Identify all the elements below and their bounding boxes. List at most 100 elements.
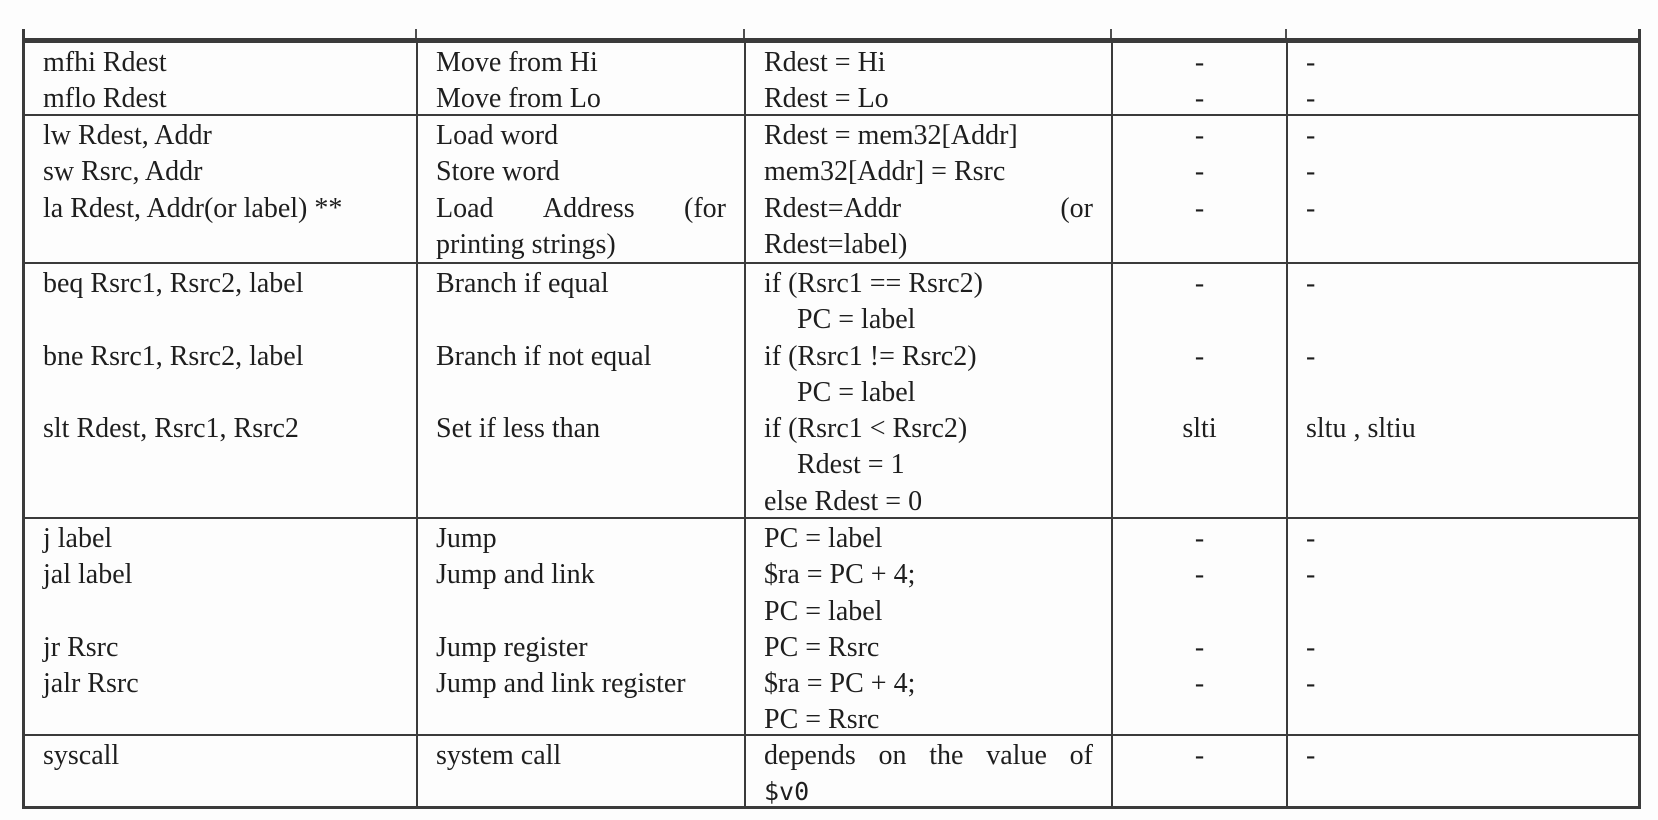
cell-line: - [1306, 83, 1316, 115]
cell-line: - [1306, 156, 1316, 188]
cell-line: - [1194, 631, 1205, 663]
cell-line: - [1306, 268, 1316, 299]
cell-line [43, 594, 402, 630]
cell-line: Branch if equal [436, 268, 609, 299]
cell-line: Set if less than [436, 413, 601, 445]
cell-line: - [1306, 631, 1316, 663]
cell-line: - [1194, 192, 1205, 224]
cell-line: la Rdest, Addr(or label) ** [43, 192, 343, 224]
table-cell-r5c1: syscall [25, 736, 418, 806]
cell-line: mem32[Addr] = Rsrc [764, 156, 1006, 188]
cell-line: Rdest=Addr(or [764, 191, 1097, 227]
table-cell-r4c5: - - - - [1288, 519, 1638, 736]
cell-line: PC = label [797, 376, 916, 408]
cell-line: else Rdest = 0 [764, 485, 923, 517]
table-cell-r1c2: Move from Hi Move from Lo [418, 43, 746, 116]
cell-line [1306, 302, 1624, 338]
cell-line: jr Rsrc [43, 631, 119, 663]
word-segment: the [929, 740, 964, 771]
cell-line: Rdest=label) [764, 228, 908, 260]
cell-line: PC = Rsrc [764, 631, 880, 663]
cell-line: PC = Rsrc [764, 704, 880, 736]
cell-line: - [1194, 156, 1205, 188]
cell-line: Move from Hi [436, 47, 598, 78]
word-segment: of [1069, 740, 1093, 771]
cell-line: - [1194, 120, 1205, 151]
cell-line: printing strings) [436, 228, 616, 260]
cell-line: sw Rsrc, Addr [43, 156, 203, 188]
cell-line: if (Rsrc1 == Rsrc2) [764, 268, 983, 299]
cell-line [43, 302, 402, 338]
cell-line [1113, 594, 1286, 630]
cell-line: Jump register [436, 631, 588, 663]
table-right-border-stub [1638, 29, 1641, 40]
table-left-border-stub [22, 29, 25, 40]
cell-line: mflo Rdest [43, 83, 167, 115]
cell-line: PC = label [797, 304, 916, 336]
cell-line: Rdest = Lo [764, 83, 889, 115]
word-segment: value [986, 740, 1047, 771]
cell-line: $ra = PC + 4; [764, 559, 916, 591]
table-cell-r3c1: beq Rsrc1, Rsrc2, label bne Rsrc1, Rsrc2… [25, 264, 418, 519]
cell-line: syscall [43, 740, 120, 771]
cell-line [436, 594, 730, 630]
cell-line: slt Rdest, Rsrc1, Rsrc2 [43, 413, 299, 445]
cell-line: mfhi Rdest [43, 47, 167, 78]
table-cell-r1c3: Rdest = Hi Rdest = Lo [746, 43, 1113, 116]
cell-line: - [1306, 523, 1316, 554]
table-cell-r3c2: Branch if equal Branch if not equal Set … [418, 264, 746, 519]
cell-line: PC = label [764, 523, 883, 554]
cell-line: sltu , sltiu [1306, 413, 1416, 445]
table-cell-r3c5: - - sltu , sltiu [1288, 264, 1638, 519]
cell-line: $ra = PC + 4; [764, 668, 916, 700]
cell-line: - [1194, 668, 1205, 700]
cell-line: j label [43, 523, 113, 554]
cell-line: Branch if not equal [436, 340, 652, 372]
word-segment: depends [764, 740, 856, 771]
cell-line: system call [436, 740, 562, 771]
cell-line: Rdest = Hi [764, 47, 886, 78]
cell-line: - [1306, 559, 1316, 591]
cell-line: $v0 [764, 777, 810, 806]
word-segment: Rdest=Addr [764, 192, 902, 224]
cell-line: jalr Rsrc [43, 668, 139, 700]
cell-line: jal label [43, 559, 133, 591]
cell-line: - [1306, 120, 1316, 151]
cell-line [1306, 375, 1624, 411]
table-cell-r4c4: -- -- [1113, 519, 1288, 736]
cell-line: - [1306, 668, 1316, 700]
word-segment: Address [542, 192, 635, 224]
cell-line: - [1194, 340, 1205, 372]
cell-line: - [1194, 559, 1205, 591]
table-cell-r2c5: - - - [1288, 116, 1638, 264]
table-cell-r1c4: -- [1113, 43, 1288, 116]
cell-line: bne Rsrc1, Rsrc2, label [43, 340, 304, 372]
cell-line [1306, 594, 1624, 630]
cell-line: beq Rsrc1, Rsrc2, label [43, 268, 304, 299]
cell-line [436, 302, 730, 338]
word-segment: on [878, 740, 907, 771]
cell-line: - [1306, 192, 1316, 224]
cell-line [1113, 302, 1286, 338]
cell-line: - [1194, 268, 1205, 299]
table-column-stub [1285, 29, 1287, 40]
cell-line [43, 375, 402, 411]
cell-line: - [1194, 47, 1205, 78]
cell-line: Store word [436, 156, 560, 188]
cell-line: Move from Lo [436, 83, 601, 115]
word-segment: (for [684, 192, 726, 224]
cell-line: - [1194, 740, 1205, 771]
cell-line: slti [1182, 413, 1217, 445]
cell-line: - [1306, 340, 1316, 372]
table-column-stub [415, 29, 417, 40]
cell-line: Jump and link [436, 559, 595, 591]
cell-line: Rdest = mem32[Addr] [764, 120, 1018, 151]
